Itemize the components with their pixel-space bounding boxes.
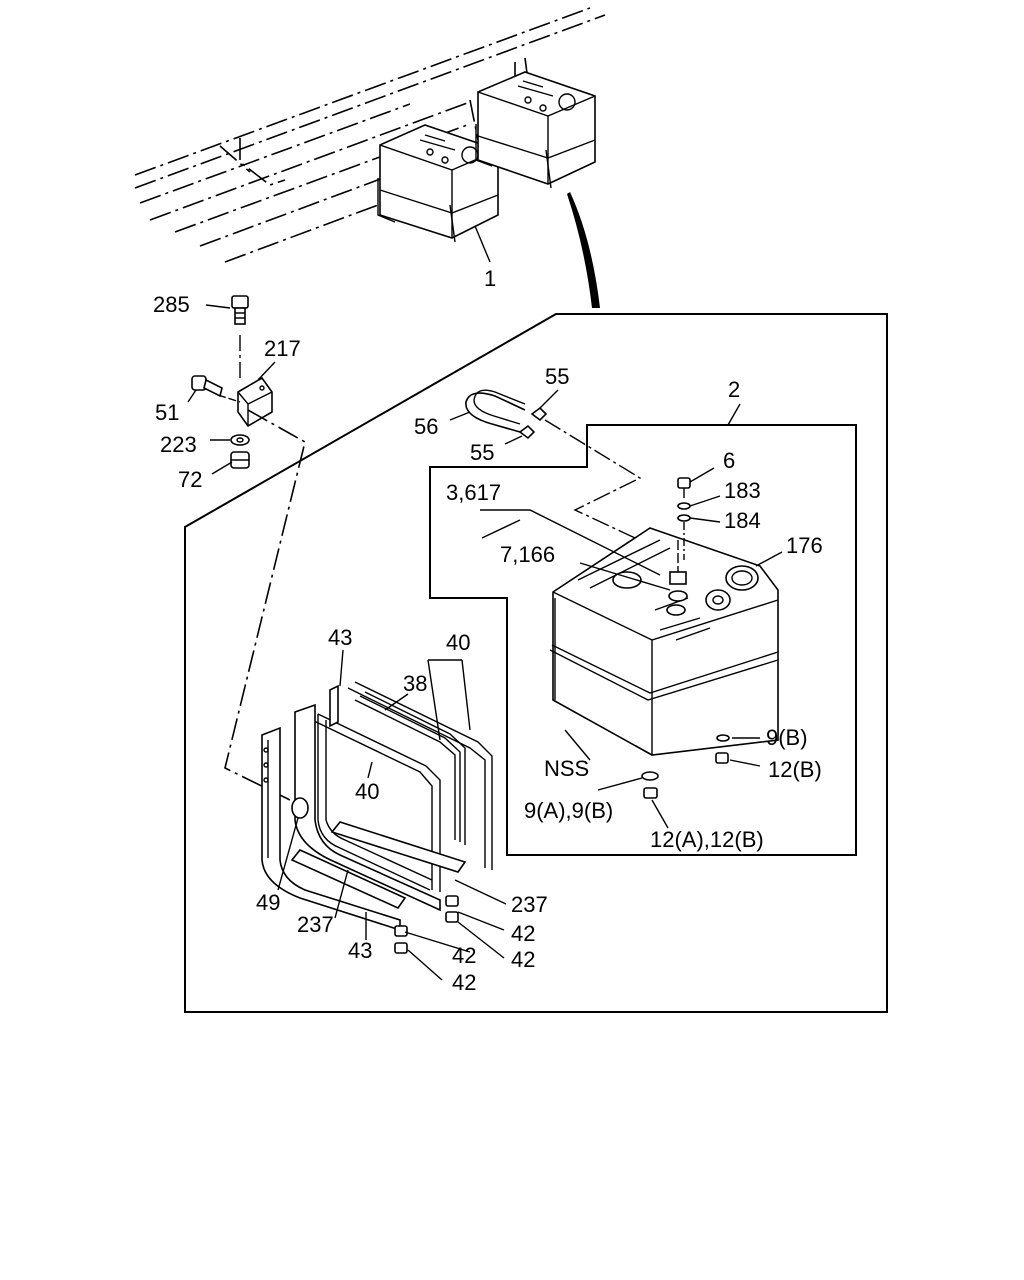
label-9a9b: 9(A),9(B) [524, 798, 613, 823]
nut-72 [230, 451, 250, 469]
label-40-mid: 40 [355, 779, 379, 804]
detail-frame-outer [184, 313, 888, 1013]
label-9b: 9(B) [766, 725, 808, 750]
label-176: 176 [786, 533, 823, 558]
part-labels: 1 2 285 217 51 223 72 55 56 55 6 183 184… [153, 266, 823, 995]
label-237-left: 237 [297, 912, 334, 937]
support-bracket-left [261, 726, 401, 932]
strap-43-top [329, 684, 339, 728]
label-2: 2 [728, 377, 740, 402]
detail-frame-tank [429, 424, 857, 856]
label-237-right: 237 [511, 892, 548, 917]
label-72: 72 [178, 467, 202, 492]
leader-lines [187, 304, 783, 981]
bracket-217 [237, 376, 273, 428]
label-49: 49 [256, 890, 280, 915]
chassis-frame [134, 7, 606, 263]
bolt-6 [677, 477, 691, 498]
nut-49 [291, 797, 309, 819]
cap-176 [725, 565, 759, 591]
label-42-b: 42 [452, 943, 476, 968]
label-1: 1 [484, 266, 496, 291]
leader-1 [474, 225, 491, 263]
clip-55-top [530, 406, 548, 422]
support-bracket-middle [294, 703, 441, 912]
label-6: 6 [723, 448, 735, 473]
fuel-tank [549, 527, 779, 756]
washer-9a9b [641, 771, 659, 781]
label-12a12b: 12(A),12(B) [650, 827, 764, 852]
label-42-d: 42 [452, 970, 476, 995]
label-184: 184 [724, 508, 761, 533]
washer-9b-side [716, 734, 730, 742]
label-42-a: 42 [511, 921, 535, 946]
label-38: 38 [403, 671, 427, 696]
clip-55-bottom [518, 424, 536, 440]
label-42-c: 42 [511, 947, 535, 972]
label-55-top: 55 [545, 364, 569, 389]
label-51: 51 [155, 400, 179, 425]
nut-42-lower [394, 925, 408, 954]
label-3617: 3,617 [446, 480, 501, 505]
pad-237-left [290, 849, 407, 910]
pointer-arrow [567, 192, 600, 308]
label-12b: 12(B) [768, 757, 822, 782]
label-55-bottom: 55 [470, 440, 494, 465]
pad-38 [354, 691, 466, 845]
washer-184 [677, 514, 691, 522]
label-43-top: 43 [328, 625, 352, 650]
bolt-285 [231, 295, 249, 325]
gauge-unit [666, 540, 688, 616]
label-223: 223 [160, 432, 197, 457]
bolt-51 [191, 375, 223, 398]
label-7166: 7,166 [500, 542, 555, 567]
bolt-12a12b [643, 787, 658, 799]
pad-237-right [330, 821, 467, 873]
bolt-12b-side [715, 752, 729, 764]
washer-223 [230, 434, 250, 446]
label-285: 285 [153, 292, 190, 317]
label-183: 183 [724, 478, 761, 503]
label-nss: NSS [544, 756, 589, 781]
hose-56 [465, 389, 526, 433]
strap-40-outer [347, 681, 493, 870]
nut-42-upper [445, 895, 459, 923]
mounted-tank-right [475, 71, 596, 189]
label-217: 217 [264, 336, 301, 361]
label-40-top: 40 [446, 630, 470, 655]
label-56: 56 [414, 414, 438, 439]
label-43-bottom: 43 [348, 938, 372, 963]
washer-183 [677, 502, 691, 510]
